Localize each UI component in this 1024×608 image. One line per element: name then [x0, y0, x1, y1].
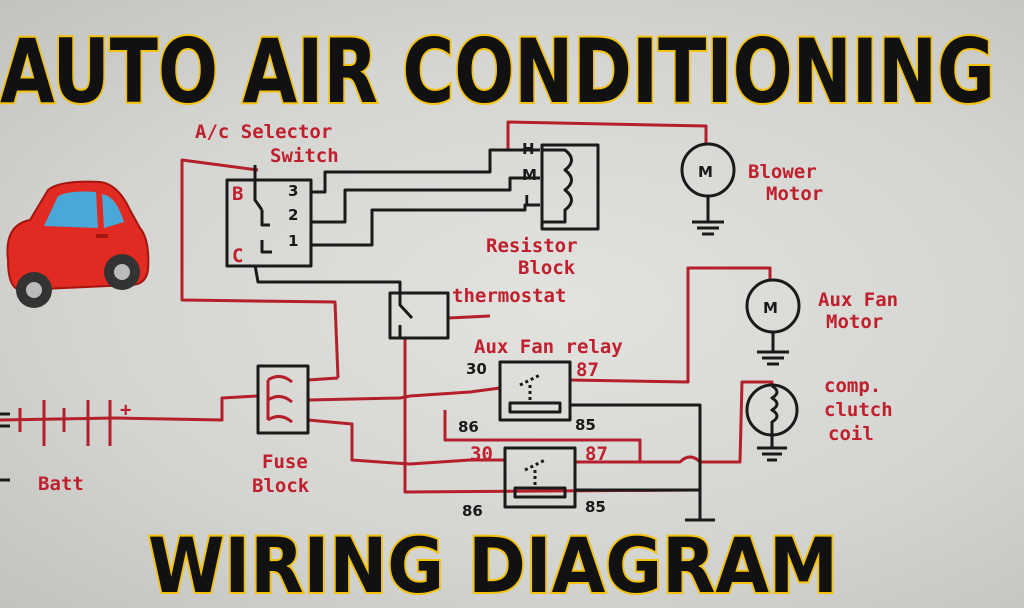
thermostat-label: thermostat	[452, 285, 566, 307]
selector-switch-label-2: Switch	[270, 145, 339, 167]
pin-b: B	[232, 183, 243, 205]
pin-30: 30	[466, 360, 487, 378]
blower-motor-label-2: Motor	[766, 183, 823, 205]
aux-fan-motor-label: Aux Fan	[818, 289, 898, 311]
pin-85: 85	[585, 498, 606, 516]
motor-symbol: M	[763, 299, 778, 317]
clutch-coil-label: comp.	[824, 375, 881, 397]
clutch-coil-label-2: clutch	[824, 399, 893, 421]
compressor-relay: 30 87 86 85	[462, 443, 608, 520]
blower-motor: M Blower Motor	[680, 142, 823, 236]
black-wires	[253, 148, 715, 522]
coil-icon	[757, 384, 787, 462]
fuse-block-label-2: Block	[252, 475, 310, 497]
aux-fan-relay: Aux Fan relay 30 87 86 85	[458, 336, 623, 436]
ground-icon	[757, 332, 789, 366]
pin-3: 3	[288, 182, 298, 200]
pin-85: 85	[575, 416, 596, 434]
blower-motor-label: Blower	[748, 161, 817, 183]
pin-86: 86	[462, 502, 483, 520]
pin-1: 1	[288, 232, 298, 250]
selector-switch: B C 3 2 1 A/c Selector Switch	[195, 121, 339, 268]
pin-m: M	[522, 166, 537, 184]
selector-switch-label: A/c Selector	[195, 121, 332, 143]
resistor-block-label: Resistor	[486, 235, 578, 257]
resistor-block-label-2: Block	[518, 257, 576, 279]
aux-fan-relay-label: Aux Fan relay	[474, 336, 623, 358]
fuse-block: Fuse Block	[252, 364, 310, 497]
ground-icon	[692, 196, 724, 236]
pin-86: 86	[458, 418, 479, 436]
pin-h: H	[522, 140, 535, 158]
red-wires	[0, 120, 774, 494]
resistor-block: H M L Resistor Block	[486, 140, 600, 279]
clutch-coil-label-3: coil	[828, 423, 874, 445]
title-top: AUTO AIR CONDITIONING	[0, 20, 995, 123]
battery-label: Batt	[38, 473, 84, 495]
pin-l: L	[524, 192, 534, 210]
aux-fan-motor-label-2: Motor	[826, 311, 883, 333]
aux-fan-motor: M Aux Fan Motor	[745, 278, 898, 366]
pin-30: 30	[470, 443, 493, 465]
pin-87: 87	[576, 359, 599, 381]
title-bottom: WIRING DIAGRAM	[148, 521, 838, 608]
motor-symbol: M	[698, 163, 713, 181]
pin-87: 87	[585, 443, 608, 465]
clutch-coil: comp. clutch coil	[745, 375, 893, 462]
car-icon	[6, 180, 150, 308]
pin-2: 2	[288, 206, 298, 224]
thermostat: thermostat	[388, 285, 566, 340]
battery-plus: +	[120, 399, 131, 421]
pin-c: C	[232, 245, 243, 267]
battery-icon: + Batt	[0, 399, 131, 495]
fuse-block-label: Fuse	[262, 451, 308, 473]
